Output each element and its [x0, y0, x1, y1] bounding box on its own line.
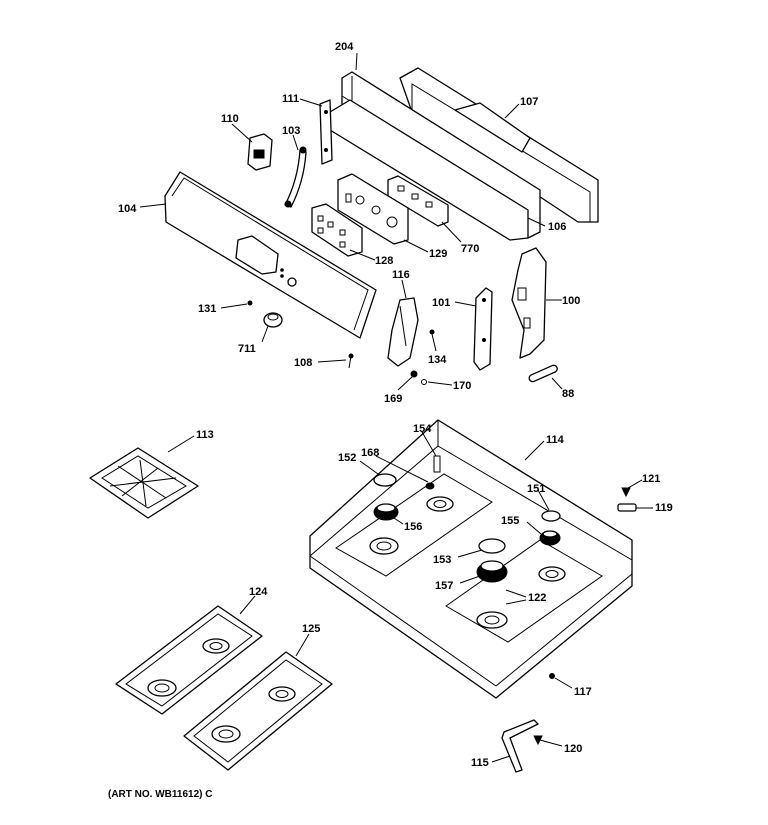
top-trim-107: [399, 67, 599, 223]
cooktop-114: [309, 419, 633, 699]
label-110: 110: [221, 113, 239, 125]
label-106: 106: [548, 221, 566, 233]
spring-154: [433, 455, 441, 473]
bracket-101: [473, 287, 493, 371]
label-168: 168: [361, 447, 379, 459]
control-panel-104: [164, 171, 377, 339]
screw-134: [429, 329, 435, 335]
label-153: 153: [433, 554, 451, 566]
label-157: 157: [435, 580, 453, 592]
igniter-wire-115: [501, 719, 539, 773]
label-131: 131: [198, 303, 216, 315]
burner-grate-113: [89, 447, 199, 519]
label-107: 107: [520, 96, 538, 108]
screw-108: [348, 353, 354, 369]
label-117: 117: [574, 686, 592, 698]
burner-cap-152: [373, 473, 397, 487]
touch-pad-128: [311, 203, 363, 257]
burner-base-157: [476, 560, 508, 583]
backguard-106: [329, 71, 541, 241]
label-155: 155: [501, 515, 519, 527]
label-154: 154: [413, 423, 432, 435]
label-711: 711: [238, 343, 256, 355]
control-board-129: [337, 173, 409, 245]
burner-pan-125: [183, 651, 333, 771]
label-104: 104: [118, 203, 137, 215]
wire-harness-103: [284, 146, 307, 208]
label-129: 129: [429, 248, 447, 260]
label-124: 124: [249, 586, 268, 598]
leader-lines: [139, 52, 653, 763]
burner-base-155: [539, 530, 561, 546]
orifice-168: [425, 482, 435, 490]
label-156: 156: [404, 521, 422, 533]
label-770: 770: [461, 243, 479, 255]
label-151: 151: [527, 483, 545, 495]
label-170: 170: [453, 380, 471, 392]
label-111: 111: [282, 93, 299, 105]
end-cap-116: [387, 297, 419, 367]
label-115: 115: [471, 757, 489, 769]
label-134: 134: [428, 354, 447, 366]
label-125: 125: [302, 623, 320, 635]
label-113: 113: [196, 429, 214, 441]
burner-base-156: [373, 503, 399, 521]
label-114: 114: [546, 434, 565, 446]
part-number-labels: 204 107 111 110 103 104 106 770 129 128 …: [118, 41, 673, 769]
label-121: 121: [642, 473, 660, 485]
label-169: 169: [384, 393, 402, 405]
label-100: 100: [562, 295, 580, 307]
label-108: 108: [294, 357, 312, 369]
clip-119: [617, 503, 637, 512]
screw-131: [247, 300, 253, 306]
switch-110: [247, 133, 273, 171]
label-128: 128: [375, 255, 393, 267]
burner-cap-151: [541, 510, 561, 522]
burner-pan-124: [115, 605, 263, 715]
screw-121: [621, 487, 631, 498]
label-116: 116: [392, 269, 410, 281]
burner-cap-153: [478, 538, 506, 554]
screw-117: [549, 673, 555, 679]
label-101: 101: [432, 297, 450, 309]
art-number-caption: (ART NO. WB11612) C: [108, 789, 213, 800]
clip-88: [528, 364, 558, 383]
parts-169-170: [410, 370, 427, 385]
side-bracket-111: [319, 99, 333, 165]
label-122: 122: [528, 592, 546, 604]
label-119: 119: [655, 502, 673, 514]
knob-711: [263, 312, 283, 328]
label-88: 88: [562, 388, 574, 400]
side-trim-100: [511, 247, 547, 359]
label-204: 204: [335, 41, 354, 53]
burner-heads: [369, 496, 566, 629]
label-152: 152: [338, 452, 356, 464]
label-103: 103: [282, 125, 300, 137]
label-120: 120: [564, 743, 582, 755]
